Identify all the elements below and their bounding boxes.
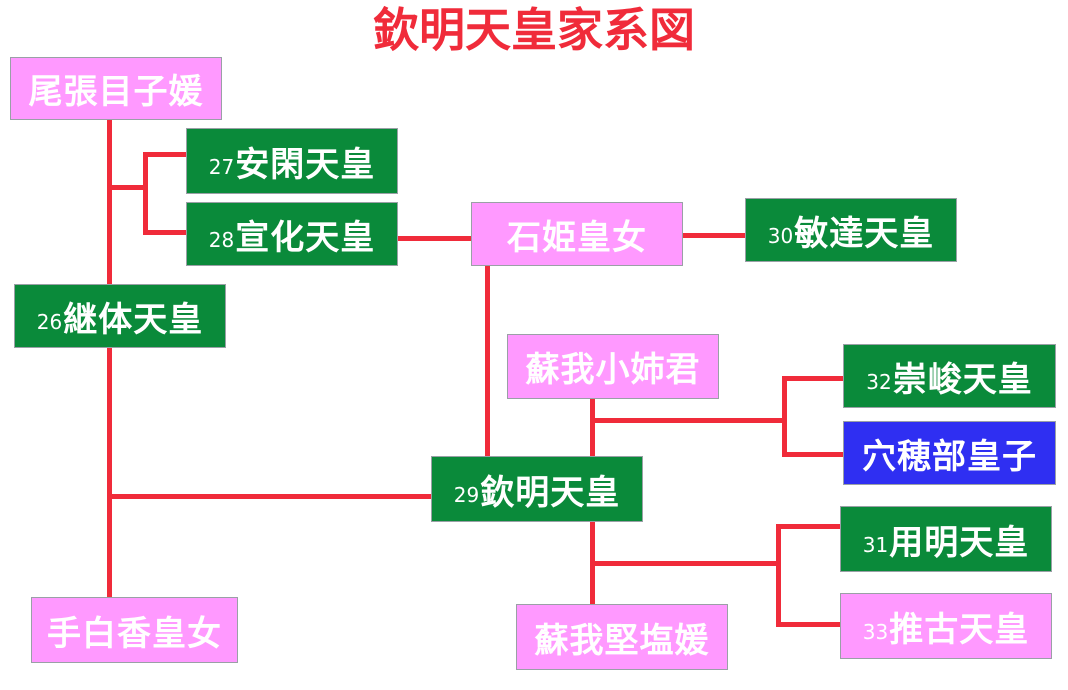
node-owari-no-menoko-hime: 尾張目子媛	[10, 57, 222, 120]
line-kitashihime-children	[593, 561, 779, 566]
node-name: 継体天皇	[63, 299, 204, 340]
diagram-title: 欽明天皇家系図	[373, 3, 695, 57]
node-name: 欽明天皇	[480, 472, 621, 513]
node-soga-no-kitashihime: 蘇我堅塩媛	[516, 604, 728, 670]
line-ishihime-bidatsu	[682, 233, 746, 238]
line-to-ankan	[143, 152, 188, 157]
node-name: 用明天皇	[889, 522, 1030, 563]
node-name: 推古天皇	[889, 609, 1030, 650]
node-name: 敏達天皇	[794, 213, 935, 254]
line-kinmei-kitashihime	[590, 520, 595, 606]
node-number: 30	[767, 224, 794, 248]
node-name: 石姫皇女	[507, 217, 647, 258]
node-name: 蘇我堅塩媛	[534, 620, 710, 661]
node-anahobe-no-miko: 穴穂部皇子	[843, 421, 1056, 485]
line-owari-children-stub	[110, 185, 146, 190]
line-oane-children-vertical	[782, 378, 787, 456]
line-oane-children	[593, 418, 785, 423]
node-name: 蘇我小姉君	[525, 350, 701, 390]
node-ishihime-himemiko: 石姫皇女	[471, 202, 683, 266]
node-name: 尾張目子媛	[28, 72, 204, 112]
line-to-yomei	[776, 524, 842, 529]
node-number: 32	[866, 370, 892, 394]
node-name: 崇峻天皇	[892, 359, 1033, 400]
node-tashiraka-himemiko: 手白香皇女	[31, 597, 238, 663]
node-name: 手白香皇女	[47, 613, 222, 654]
node-number: 26	[36, 310, 63, 334]
node-name: 安閑天皇	[235, 144, 376, 185]
node-number: 27	[208, 155, 235, 179]
line-kitashihime-children-vertical	[776, 526, 781, 626]
line-keitai-kinmei	[110, 494, 432, 499]
line-to-suiko	[776, 622, 842, 627]
node-number: 33	[862, 620, 889, 644]
line-to-anahobe	[782, 452, 844, 457]
node-name: 穴穂部皇子	[862, 436, 1037, 477]
line-owari-children-vertical	[143, 153, 148, 235]
line-keitai-tashiraka	[107, 346, 112, 598]
line-to-sushun	[782, 376, 844, 381]
node-number: 31	[862, 533, 889, 557]
line-to-senka	[143, 230, 188, 235]
line-owari-keitai	[107, 118, 112, 286]
node-name: 宣化天皇	[235, 217, 376, 258]
line-senka-ishihime	[397, 236, 472, 241]
line-oane-down	[590, 398, 595, 458]
node-number: 28	[208, 228, 235, 252]
node-soga-no-oanegimi: 蘇我小姉君	[507, 334, 719, 399]
line-ishihime-kinmei	[485, 264, 490, 458]
node-number: 29	[453, 483, 480, 507]
